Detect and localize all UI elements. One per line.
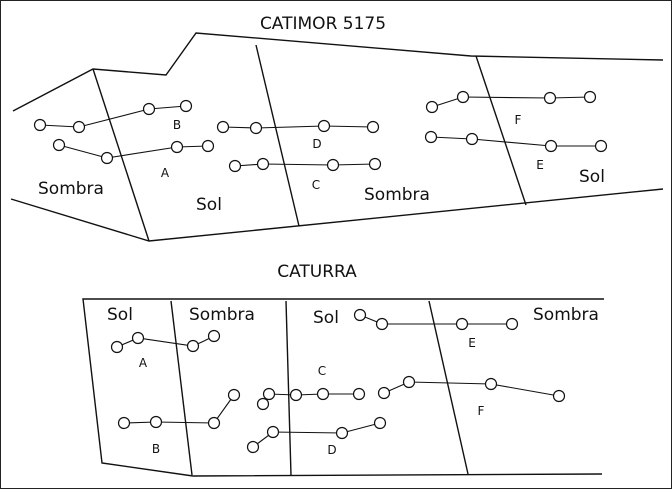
catimor-zone-1-label: Sombra xyxy=(38,179,104,199)
plant-node xyxy=(425,100,439,114)
plant-node xyxy=(228,159,242,173)
row-label: D xyxy=(312,137,321,151)
plant-node xyxy=(544,139,558,153)
caturra-zone-3-label: Sol xyxy=(313,308,339,328)
plant-node xyxy=(170,140,184,154)
caturra-title: CATURRA xyxy=(277,262,357,282)
caturra-zone-4-label: Sombra xyxy=(533,305,599,325)
plant-node xyxy=(353,308,367,322)
catimor-row-e: E xyxy=(424,130,608,172)
plant-node xyxy=(227,388,241,402)
plant-node xyxy=(465,132,479,146)
plant-node xyxy=(33,118,47,132)
plant-node xyxy=(505,317,519,331)
catimor-zone-4-label: Sol xyxy=(579,167,605,187)
catimor-field: CATIMOR 5175 Sombra Sol Sombra Sol B A xyxy=(10,14,664,242)
catimor-zone-3-label: Sombra xyxy=(364,185,430,205)
plant-node xyxy=(249,121,263,135)
plant-node xyxy=(402,375,416,389)
plant-node xyxy=(375,317,389,331)
plant-node xyxy=(543,91,557,105)
row-label: B xyxy=(173,118,181,132)
row-label: C xyxy=(312,178,320,192)
plant-node xyxy=(583,90,597,104)
row-label: A xyxy=(139,356,148,370)
caturra-row-a: A xyxy=(110,329,221,370)
plant-node xyxy=(117,416,131,430)
plant-node xyxy=(335,426,349,440)
plant-node xyxy=(207,329,221,343)
caturra-row-d: D xyxy=(246,416,387,457)
plant-node xyxy=(552,389,566,403)
plant-node xyxy=(594,139,608,153)
caturra-row-f: F xyxy=(377,375,566,418)
plant-node xyxy=(149,415,163,429)
catimor-row-d: D xyxy=(216,119,380,151)
plant-node xyxy=(72,120,86,134)
catimor-row-a: A xyxy=(52,138,215,180)
catimor-divider-3 xyxy=(475,55,527,206)
caturra-divider-2 xyxy=(285,300,292,476)
row-label: B xyxy=(152,442,160,456)
caturra-field: CATURRA Sol Sombra Sol Sombra A E xyxy=(82,262,604,477)
plant-node xyxy=(100,151,114,165)
caturra-boundary xyxy=(82,298,604,477)
plant-node xyxy=(455,317,469,331)
catimor-zone-2-label: Sol xyxy=(196,195,222,215)
row-label: A xyxy=(161,166,170,180)
caturra-divider-1 xyxy=(170,300,193,476)
catimor-title: CATIMOR 5175 xyxy=(260,14,386,34)
plant-node xyxy=(110,340,124,354)
row-label: F xyxy=(478,404,485,418)
plant-node xyxy=(207,416,221,430)
plant-node xyxy=(52,138,66,152)
plant-node xyxy=(201,139,215,153)
plant-node xyxy=(352,387,366,401)
catimor-row-b: B xyxy=(33,99,193,134)
plant-node xyxy=(262,387,276,401)
plant-node xyxy=(316,387,330,401)
caturra-row-b: B xyxy=(117,388,241,456)
row-label: E xyxy=(536,158,544,172)
row-label: C xyxy=(318,364,326,378)
caturra-zone-2-label: Sombra xyxy=(189,305,255,325)
plant-node xyxy=(377,386,391,400)
caturra-divider-3 xyxy=(428,300,469,475)
plant-node xyxy=(186,339,200,353)
plant-node xyxy=(289,388,303,402)
plant-node xyxy=(317,119,331,133)
plant-node xyxy=(131,331,145,345)
caturra-row-c: C xyxy=(256,364,366,411)
row-label: D xyxy=(327,443,336,457)
catimor-divider-2 xyxy=(255,44,300,227)
plant-node xyxy=(424,130,438,144)
plant-node xyxy=(142,102,156,116)
plant-node xyxy=(266,425,280,439)
catimor-row-c: C xyxy=(228,157,382,192)
plant-node xyxy=(484,377,498,391)
plant-node xyxy=(256,157,270,171)
catimor-top-boundary xyxy=(12,32,664,112)
plant-node xyxy=(246,440,260,454)
plant-node xyxy=(373,416,387,430)
plant-node xyxy=(368,157,382,171)
plant-node xyxy=(179,99,193,113)
catimor-divider-1 xyxy=(92,68,150,242)
plant-node xyxy=(216,120,230,134)
row-label: F xyxy=(515,113,522,127)
caturra-row-e: E xyxy=(353,308,519,350)
catimor-row-f: F xyxy=(425,90,597,127)
row-label: E xyxy=(468,336,476,350)
catimor-bottom-boundary xyxy=(10,188,664,242)
plant-node xyxy=(256,397,270,411)
plant-node xyxy=(366,120,380,134)
plant-node xyxy=(326,158,340,172)
caturra-zone-1-label: Sol xyxy=(107,305,133,325)
plant-node xyxy=(456,90,470,104)
